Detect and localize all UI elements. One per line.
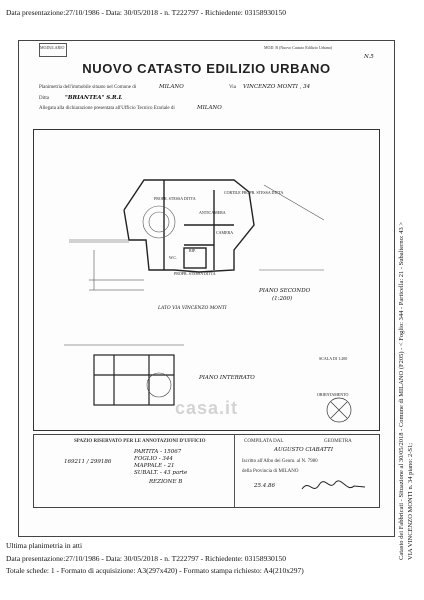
plan-label-3: ANTICAMERA [199,210,226,215]
piano-interrato: PIANO INTERRATO [199,375,255,381]
via-label: Via [229,85,236,90]
orientamento-label: ORIENTAMENTO [317,392,349,397]
iscritto-line: Iscritto all'Albo dei Geom. al N. 7980 [242,459,318,464]
plan-label-6: W.C. [169,255,178,260]
nome-tecnico: AUGUSTO CIABATTI [274,447,334,453]
plan-label-2: PROPR. STESSA DITTA [154,196,196,201]
footer-line-2: Totale schede: 1 - Formato di acquisizio… [6,566,304,575]
annotations-area: SPAZIO RISERVATO PER LE ANNOTAZIONI D'UF… [33,434,380,508]
corner-right: MOD. B (Nuovo Catasto Edilizio Urbano) [264,45,333,50]
compilata-label: COMPILATA DAL [244,439,284,444]
plan-label-4: CAMERA [216,230,234,235]
planimetria-label: Planimetria dell'immobile situato nel Co… [39,85,137,90]
piano-secondo: PIANO SECONDO [259,288,311,294]
riservato-label: SPAZIO RISERVATO PER LE ANNOTAZIONI D'UF… [74,439,206,444]
allegata-label: Allegata alla dichiarazione presentata a… [39,106,175,111]
geometra-label: GEOMETRA [324,439,352,444]
scala-label: SCALA DI 1:200 [319,356,348,361]
ditta-value: "BRIANTEA" S.R.L [65,95,123,101]
partita: PARTITA - 15067 [134,449,182,455]
rezione: REZIONE B [149,479,183,485]
watermark: casa.it [175,398,239,418]
plan-label-7: PROPR. STESSA DITTA [174,271,216,276]
sheet-number: N.5 [364,54,374,60]
corner-model: MODULARIO [40,45,65,50]
data-firma: 25.4.86 [254,483,275,489]
side-text-2: VIA VINCENZO MONTI n. 34 piano: 2-S1; [407,442,414,560]
lato-via: LATO VIA VINCENZO MONTI [158,306,227,311]
ufficio-value: MILANO [197,105,222,111]
floor-plan-frame: CORTILE PROPR. STESSA DITTA PROPR. STESS… [33,129,380,431]
ultima-label: Ultima planimetria in atti [6,541,83,550]
scala-secondo: (1:200) [272,296,293,302]
side-text-1: Catasto dei Fabbricati - Situazione al 3… [398,221,405,560]
subalt: SUBALT. - 43 parte [134,470,188,476]
comune-value: MILANO [159,84,184,90]
foglio: FOGLIO - 344 [134,456,173,462]
registry-box [39,43,67,57]
plan-label-5: RIP. [189,248,196,253]
protocol-number: 169211 / 299186 [64,459,112,465]
cadastral-sheet: MODULARIO MOD. B (Nuovo Catasto Edilizio… [18,40,395,537]
stamp-divider [234,435,235,507]
floor-plan-drawing [64,179,352,423]
via-value: VINCENZO MONTI , 34 [243,84,311,90]
signature [301,480,366,490]
footer-line-1: Data presentazione:27/10/1986 - Data: 30… [6,554,287,563]
header-line: Data presentazione:27/10/1986 - Data: 30… [6,8,287,17]
form-title: NUOVO CATASTO EDILIZIO URBANO [82,61,331,76]
plan-label-1: CORTILE PROPR. STESSA DITTA [224,190,284,195]
provincia-line: della Provincia di MILANO [242,469,299,474]
ditta-label: Ditta [39,96,49,101]
mappale: MAPPALE - 21 [134,463,175,469]
